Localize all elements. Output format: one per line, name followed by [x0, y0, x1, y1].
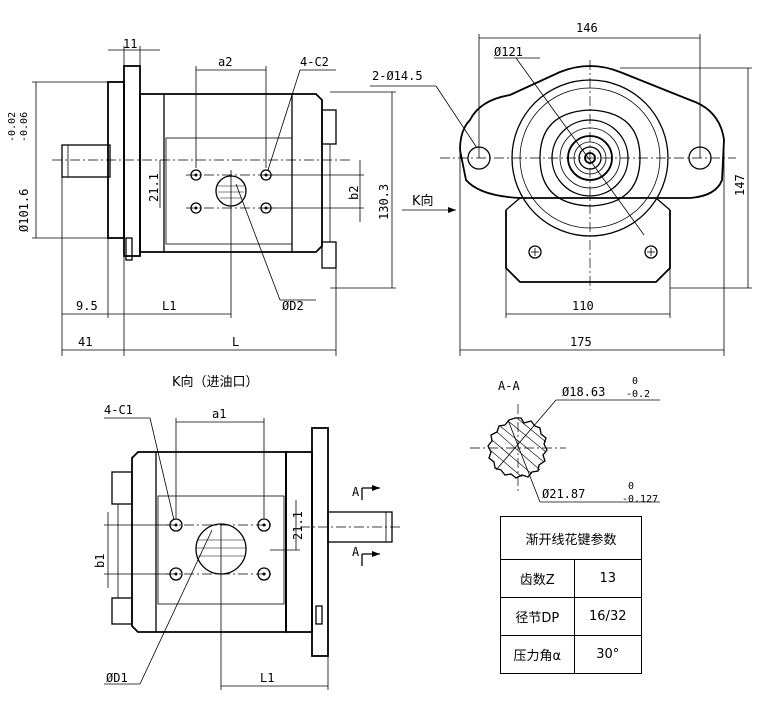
table-row: 径节DP 16/32	[500, 597, 643, 636]
spline-row-label: 径节DP	[500, 597, 575, 636]
dim-a2: a2	[218, 55, 232, 69]
dim-spline-inner: Ø18.63	[562, 385, 605, 399]
spline-inner-tol-upper: 0	[632, 376, 638, 387]
section-aa: A-A Ø18.63 0 -0.2 Ø21.87 0 -0.127	[470, 376, 660, 505]
dim-21-1-side: 21.1	[147, 173, 161, 202]
table-row: 压力角α 30°	[500, 635, 643, 674]
k-view: K向（进油口） 4-C1	[93, 374, 402, 690]
spline-parameter-table: 渐开线花键参数 齿数Z 13 径节DP 16/32 压力角α 30°	[500, 516, 643, 674]
dim-D2: ØD2	[282, 299, 304, 313]
section-aa-title: A-A	[498, 379, 520, 393]
spline-table-title: 渐开线花键参数	[500, 516, 642, 560]
dim-b2: b2	[347, 186, 361, 200]
dim-175: 175	[570, 335, 592, 349]
dim-flange-thickness: 11	[123, 37, 137, 51]
spline-row-label: 齿数Z	[500, 559, 575, 598]
spline-row-value: 13	[573, 559, 643, 598]
section-mark-top: A	[352, 485, 360, 499]
k-view-title: K向（进油口）	[172, 374, 259, 390]
section-mark-bottom: A	[352, 545, 360, 559]
table-row: 齿数Z 13	[500, 559, 643, 598]
k-view-body	[131, 451, 287, 633]
dim-110: 110	[572, 299, 594, 313]
dim-D1: ØD1	[106, 671, 128, 685]
dim-41: 41	[78, 335, 92, 349]
spline-row-value: 30°	[573, 635, 643, 674]
dim-147: 147	[733, 174, 747, 196]
spline-row-value: 16/32	[573, 597, 643, 636]
front-view: 146 Ø121 2-Ø14.5 K向 147 110 175	[370, 21, 752, 356]
view-k-label: K向	[412, 193, 434, 209]
dim-bore-tol-lower: -0.06	[19, 112, 30, 142]
dim-L1-k: L1	[260, 671, 274, 685]
dim-bore-diameter: Ø101.6	[17, 189, 31, 232]
dim-b1: b1	[93, 554, 107, 568]
dim-4c1: 4-C1	[104, 403, 133, 417]
shaft-outline	[61, 144, 111, 178]
front-flange	[459, 65, 725, 199]
spline-outer-tol-lower: -0.127	[622, 494, 658, 505]
k-view-flange	[311, 427, 329, 657]
dim-121: Ø121	[494, 45, 523, 59]
spline-outer-tol-upper: 0	[628, 481, 634, 492]
dim-L: L	[232, 335, 239, 349]
dim-holes: 2-Ø14.5	[372, 69, 423, 83]
dim-21-1-k: 21.1	[291, 511, 305, 540]
dim-9-5: 9.5	[76, 299, 98, 313]
dim-L1-side: L1	[162, 299, 176, 313]
side-view: 11 a2 4-C2 Ø101.6 -0.02 -0.06 21.1 b2 13…	[7, 37, 396, 356]
spline-row-label: 压力角α	[500, 635, 575, 674]
dim-a1: a1	[212, 407, 226, 421]
spline-inner-tol-lower: -0.2	[626, 389, 650, 400]
dim-bore-tol-upper: -0.02	[7, 112, 18, 142]
dim-4c2: 4-C2	[300, 55, 329, 69]
spline-shaft-section	[487, 417, 548, 479]
flange-boss	[123, 65, 141, 257]
dim-spline-outer: Ø21.87	[542, 487, 585, 501]
dim-130-3: 130.3	[377, 184, 391, 220]
dim-146: 146	[576, 21, 598, 35]
